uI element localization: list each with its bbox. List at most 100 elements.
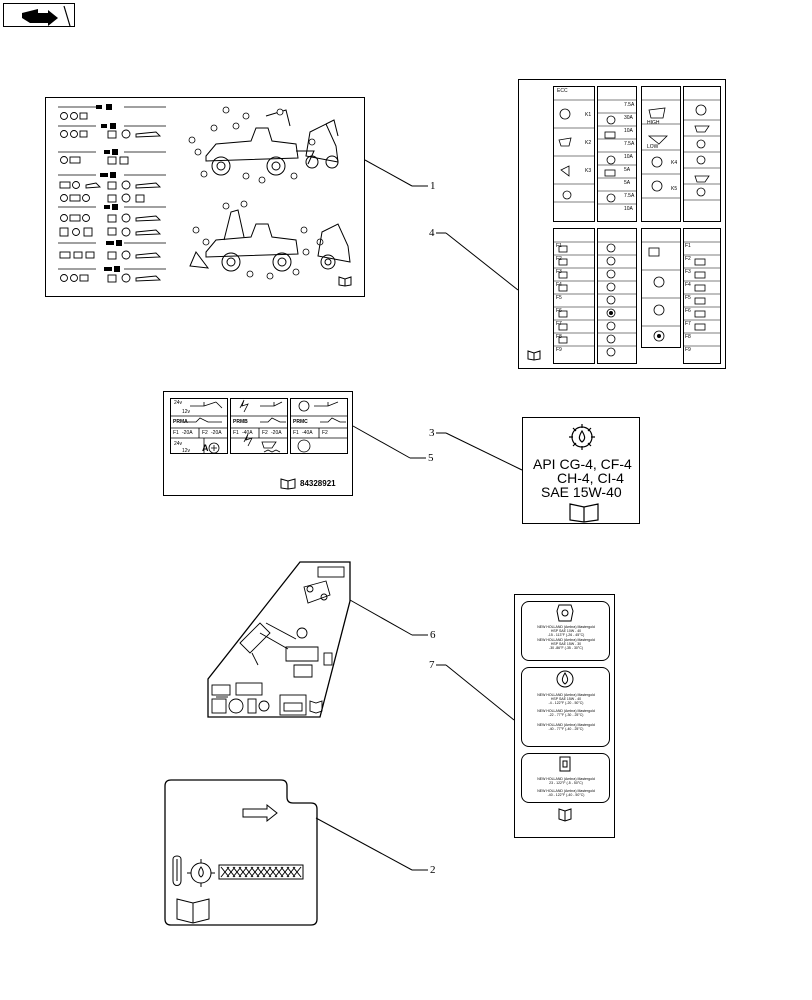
loader-rear-view-top [305, 119, 339, 169]
fuse-label: F9 [685, 347, 691, 353]
prma-label: PRMA [173, 419, 188, 425]
lubricant-text: 23 - 122°F (-5 - 50°C) [549, 781, 583, 785]
lubricant-text: -4 - 122°F (-20 - 50°C) [548, 701, 584, 705]
lubricant-text: HSP SAE 15W - 30 [550, 642, 582, 646]
icon-rows-left [58, 104, 166, 283]
fuse-c-f1: F1 [293, 430, 299, 436]
lubricant-text: NEW HOLLAND (Ambra) Mastergold [537, 625, 595, 629]
fuse-label: F5 [685, 295, 691, 301]
callout-5: 5 [428, 452, 434, 464]
decal-3-engine-oil-spec: API CG-4, CF-4 CH-4, CI-4 SAE 15W-40 [522, 417, 640, 524]
relay-k3: K3 [585, 168, 592, 174]
relay-block-upper-right [641, 86, 681, 222]
decal-7-lubricant-chart: NEW HOLLAND (Ambra) Mastergold HSP SAE 1… [514, 594, 615, 838]
decal-6-control-panel-decal [207, 561, 351, 718]
nav-button[interactable] [3, 3, 75, 27]
decal-4-fuse-relay-chart: ECC LOW HIGH K1 K2 K3 K4 K5 F1 F2 F3 F4 … [518, 79, 726, 369]
lubricant-text: NEW HOLLAND (Ambra) Mastergold [537, 693, 595, 697]
relay-k5: K5 [671, 186, 678, 192]
book-icon [338, 276, 352, 287]
lubricant-text: -30 -86°F (-35 - 30°C) [549, 646, 583, 650]
fuse-label: F4 [556, 282, 562, 288]
relay-k4: K4 [671, 160, 678, 166]
fuse-label: F1 [685, 243, 691, 249]
lubricant-icons [556, 604, 574, 822]
fuse-grid-lines [553, 99, 721, 357]
fuse-label: F5 [556, 295, 562, 301]
volt-24v: 24v [174, 400, 183, 406]
lubricant-text: -40 - 122°F (-40 - 50°C) [547, 793, 585, 797]
fuse-amp: 30A [624, 115, 633, 121]
engine-oil-gear-icon [569, 424, 595, 450]
low-label: LOW [647, 144, 659, 150]
book-icon [527, 350, 541, 361]
fuse-label: F8 [685, 334, 691, 340]
fuse-c-f2: F2 [322, 430, 328, 436]
loader-rear-view-bottom [317, 223, 351, 270]
lubricant-text: NEW HOLLAND (Ambra) Mastergold [537, 709, 595, 713]
decal5-cell-c [290, 398, 348, 454]
api-line-1: API CG-4, CF-4 [533, 456, 632, 472]
callout-3: 3 [429, 427, 435, 439]
fuse-block-upper-mid [597, 86, 637, 222]
lubricant-text: -40 - 77°F (-40 - 25°C) [548, 727, 584, 731]
lubricant-section-3 [521, 753, 610, 803]
book-icon [280, 478, 296, 490]
ecc-label: ECC [557, 88, 568, 94]
decal-2-hydraulic-oil-decal [164, 779, 318, 926]
lubricant-text: -15 - 113°F (-26 - 45°C) [547, 633, 585, 637]
lubricant-text: -22 - 77°F (-30 - 25°C) [548, 713, 584, 717]
api-line-2: CH-4, CI-4 [557, 470, 624, 486]
fuse-label: F7 [556, 321, 562, 327]
fuse-label: F3 [556, 269, 562, 275]
callout-4: 4 [429, 227, 435, 239]
fuse-label: F4 [685, 282, 691, 288]
arrow-right-nav-icon [22, 5, 71, 27]
fuse-label: F2 [556, 256, 562, 262]
volt-12v-lower: 12v [182, 448, 191, 454]
lubricant-section-1 [521, 601, 610, 661]
volt-24v-lower: 24v [174, 441, 183, 447]
fuse-label: F7 [685, 321, 691, 327]
fuse-label: F1 [556, 243, 562, 249]
fuse-c-f1-value: -40A [302, 430, 313, 436]
fuse-amp: 7.5A [624, 102, 635, 108]
fuse-amp: 5A [624, 167, 631, 173]
fuse-label: F3 [685, 269, 691, 275]
lubricant-text: HSP SAE 15W - 40 [550, 697, 582, 701]
fuse-b-f2: F2 [262, 430, 268, 436]
fuse-label: F6 [685, 308, 691, 314]
decal5-cell-a [170, 398, 228, 454]
lubricant-text: NEW HOLLAND (Ambra) Mastergold [537, 777, 595, 781]
decal5-cell-b [230, 398, 288, 454]
fuse-b-f1-value: -40A [242, 430, 253, 436]
fuse-amp: 10A [624, 154, 633, 160]
relay-block-lower-right [641, 228, 681, 348]
lubricant-text: NEW HOLLAND (Ambra) Mastergold [537, 723, 595, 727]
fuse-b-f2-value: -20A [271, 430, 282, 436]
decal5-symbols [170, 399, 348, 454]
fuse-a-f1-value: -20A [182, 430, 193, 436]
fuse-label: F6 [556, 308, 562, 314]
callout-7: 7 [429, 659, 435, 671]
a-label: A [202, 443, 209, 453]
fuse-amp: 7.5A [624, 141, 635, 147]
fuse-amp: 5A [624, 180, 631, 186]
fuse-block-lower-mid [597, 228, 637, 364]
volt-12v: 12v [182, 409, 191, 415]
relay-k1: K1 [585, 112, 592, 118]
fuse-a-f2-value: -20A [211, 430, 222, 436]
relay-block-upper-left [553, 86, 595, 222]
callout-6: 6 [430, 629, 436, 641]
loader-side-view-top [188, 106, 316, 184]
fuse-block-lower-left [553, 228, 595, 364]
high-label: HIGH [647, 120, 660, 126]
fuse-label: F8 [556, 334, 562, 340]
lubricant-section-2 [521, 667, 610, 747]
book-icon [569, 503, 599, 523]
decal-5-prm-fuse-decal: 24v 12v PRMA PRMB PRMC F1 -20A F2 -20A F… [163, 391, 353, 496]
fuse-block-lower-far-right [683, 228, 721, 364]
callout-2: 2 [430, 864, 436, 876]
api-line-3: SAE 15W-40 [541, 484, 622, 500]
